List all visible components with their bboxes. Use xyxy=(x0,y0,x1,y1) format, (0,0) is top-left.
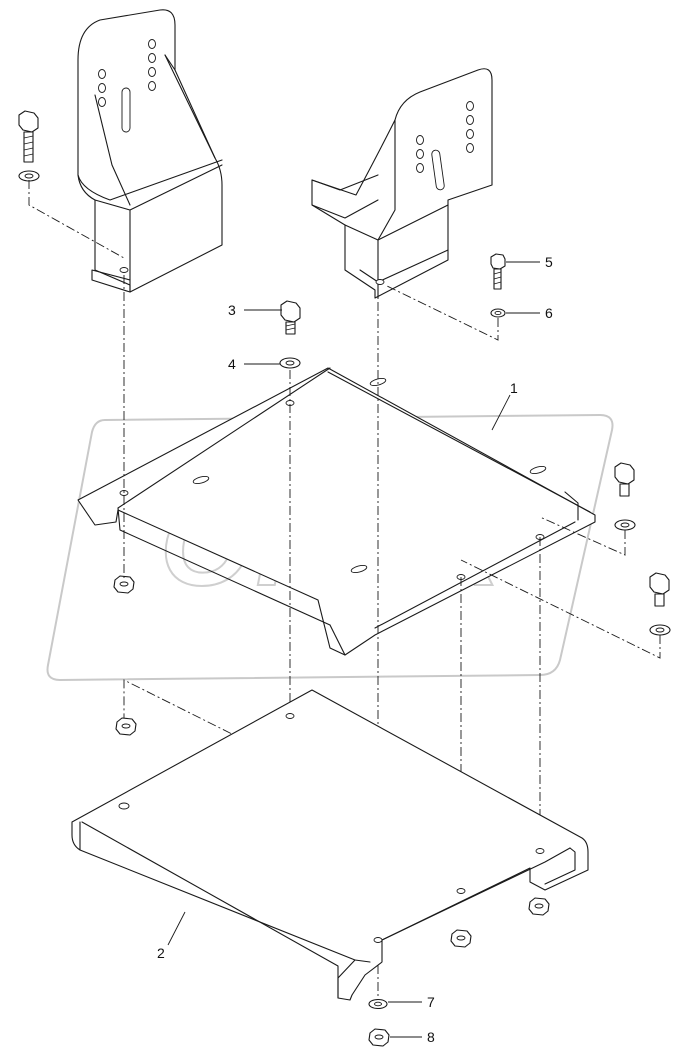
callout-1: 1 xyxy=(491,380,518,431)
callout-4: 4 xyxy=(228,356,280,372)
svg-text:5: 5 xyxy=(545,254,553,270)
callout-6: 6 xyxy=(506,305,553,321)
upper-plate xyxy=(77,367,596,656)
svg-text:8: 8 xyxy=(427,1029,435,1045)
callout-3: 3 xyxy=(228,302,282,318)
callout-5: 5 xyxy=(506,254,553,270)
callout-2: 2 xyxy=(157,911,186,961)
callout-8: 8 xyxy=(390,1029,435,1045)
svg-text:4: 4 xyxy=(228,356,236,372)
right-bracket xyxy=(311,68,493,299)
center-bolt xyxy=(279,300,301,369)
lower-plate xyxy=(71,689,589,1001)
right-bracket-bolt xyxy=(384,253,506,341)
lower-nuts xyxy=(450,897,550,948)
svg-text:7: 7 xyxy=(427,994,435,1010)
svg-text:3: 3 xyxy=(228,302,236,318)
middle-left-nut xyxy=(115,717,137,736)
svg-text:2: 2 xyxy=(157,945,165,961)
left-bracket xyxy=(77,9,223,293)
left-bracket-bolt xyxy=(18,110,125,259)
svg-text:6: 6 xyxy=(545,305,553,321)
right-side-bolts xyxy=(460,462,671,659)
callout-7: 7 xyxy=(388,994,435,1010)
svg-text:1: 1 xyxy=(510,380,518,396)
upper-left-nut xyxy=(113,575,135,594)
bottom-washer-nut xyxy=(368,998,390,1047)
